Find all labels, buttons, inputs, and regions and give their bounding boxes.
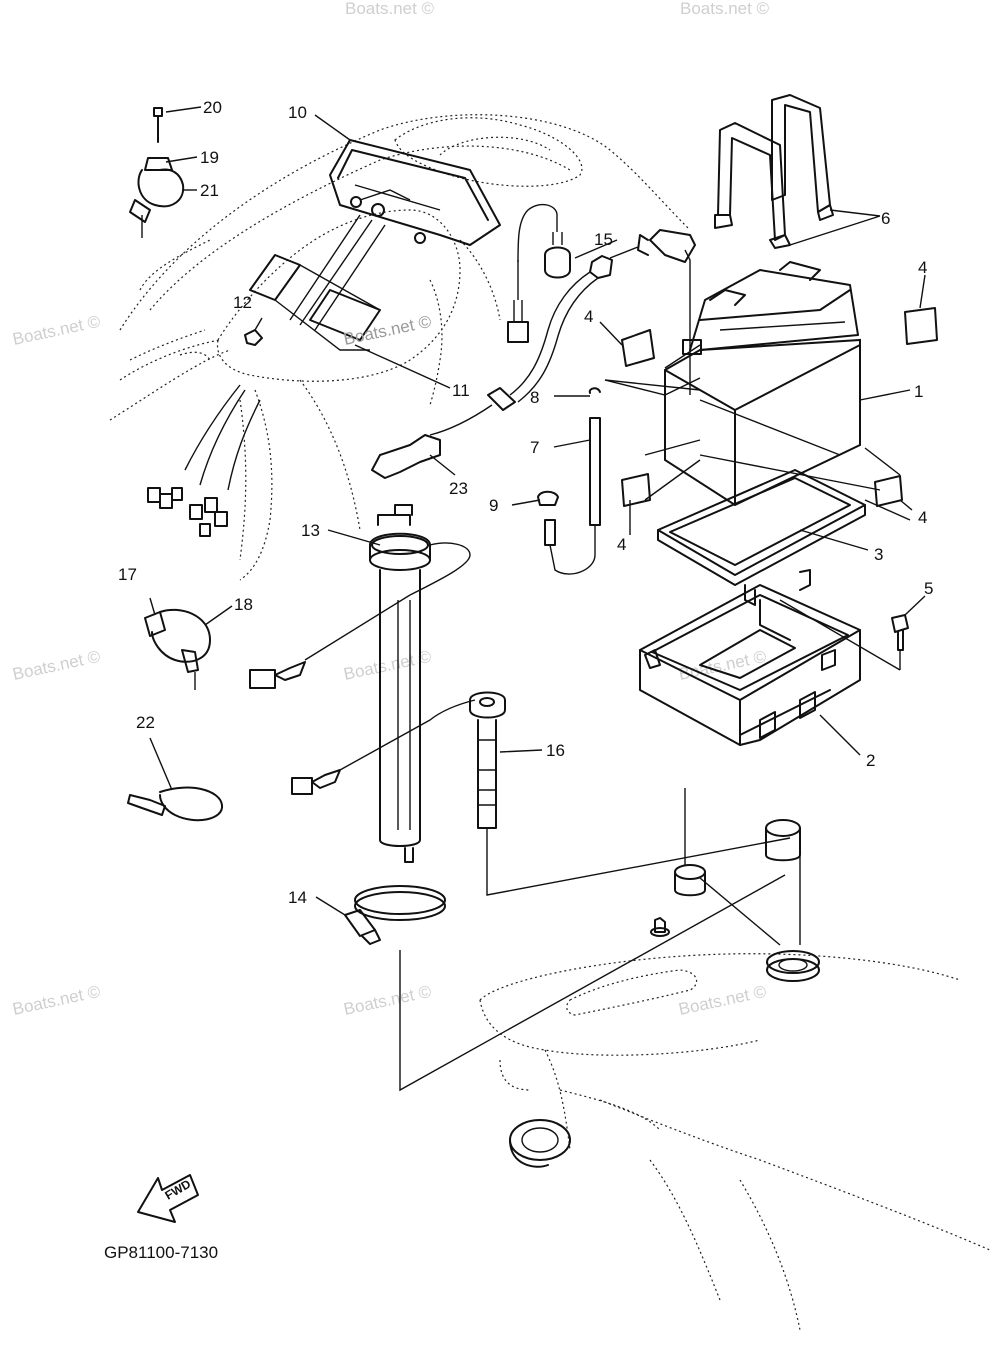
- tank-fittings: [509, 819, 820, 1168]
- grommet-12: [244, 329, 263, 346]
- battery-box-2: [639, 569, 861, 746]
- callout-18: 18: [234, 595, 253, 614]
- callout-4: 4: [617, 535, 626, 554]
- callout-22: 22: [136, 713, 155, 732]
- callout-6: 6: [881, 209, 890, 228]
- callout-5: 5: [924, 579, 933, 598]
- callout-17: 17: [118, 565, 137, 584]
- watermark-text: Boats.net ©: [677, 982, 769, 1019]
- callout-23: 23: [449, 479, 468, 498]
- callout-3: 3: [874, 545, 883, 564]
- leader-lines: [149, 106, 926, 1092]
- watermark-text: Boats.net ©: [11, 982, 103, 1019]
- callout-14: 14: [288, 888, 307, 907]
- battery-1: [664, 261, 861, 507]
- callout-11: 11: [452, 381, 470, 400]
- watermark-text: Boats.net ©: [342, 982, 434, 1019]
- watermark-text: Boats.net ©: [342, 312, 434, 349]
- callout-8: 8: [530, 388, 539, 407]
- fwd-label: FWD: [163, 1177, 194, 1203]
- callout-numbers: 1 2 3 4 4 4 4 5 6 7 8 9 10 11 12 13 14 1…: [118, 98, 933, 907]
- sensor-16: [291, 691, 506, 829]
- screw-20: [153, 107, 163, 143]
- vent-tube: [537, 387, 601, 575]
- watermark-text: Boats.net ©: [680, 0, 770, 18]
- hull-outline: [109, 114, 991, 1331]
- watermarks: Boats.net © Boats.net © Boats.net © Boat…: [11, 0, 770, 1019]
- hose-clamp-14: [344, 885, 446, 945]
- battery-band-6: [714, 94, 834, 249]
- meter-assembly: [329, 139, 501, 246]
- forward-arrow: FWD: [137, 1174, 199, 1223]
- callout-4: 4: [918, 508, 927, 527]
- callout-15: 15: [594, 230, 613, 249]
- watermark-text: Boats.net ©: [345, 0, 435, 18]
- callout-7: 7: [530, 438, 539, 457]
- callout-20: 20: [203, 98, 222, 117]
- watermark-text: Boats.net ©: [11, 312, 103, 349]
- callout-16: 16: [546, 741, 565, 760]
- bolt-5: [891, 614, 909, 651]
- connector-15: [507, 260, 529, 343]
- callout-10: 10: [288, 103, 307, 122]
- cap-15: [517, 203, 571, 279]
- callout-4: 4: [918, 258, 927, 277]
- callout-2: 2: [866, 751, 875, 770]
- callout-19: 19: [200, 148, 219, 167]
- callout-21: 21: [200, 181, 219, 200]
- meter-bracket: [249, 214, 386, 351]
- clamp-19: [144, 157, 173, 171]
- warning-labels-4: [621, 307, 938, 507]
- diagram-code: GP81100-7130: [104, 1243, 218, 1262]
- meter-harness: [147, 384, 261, 561]
- callout-4: 4: [584, 307, 593, 326]
- cable-tie-22: [127, 786, 224, 822]
- battery-mat-3: [657, 469, 866, 586]
- watermark-text: Boats.net ©: [11, 647, 103, 684]
- callout-1: 1: [914, 382, 923, 401]
- fuel-sender-13: [249, 504, 471, 863]
- clamp-21: [129, 168, 185, 238]
- callout-12: 12: [233, 293, 252, 312]
- callout-9: 9: [489, 496, 498, 515]
- callout-13: 13: [301, 521, 320, 540]
- strap-17-18: [144, 608, 211, 690]
- battery-cable-23: [371, 229, 696, 479]
